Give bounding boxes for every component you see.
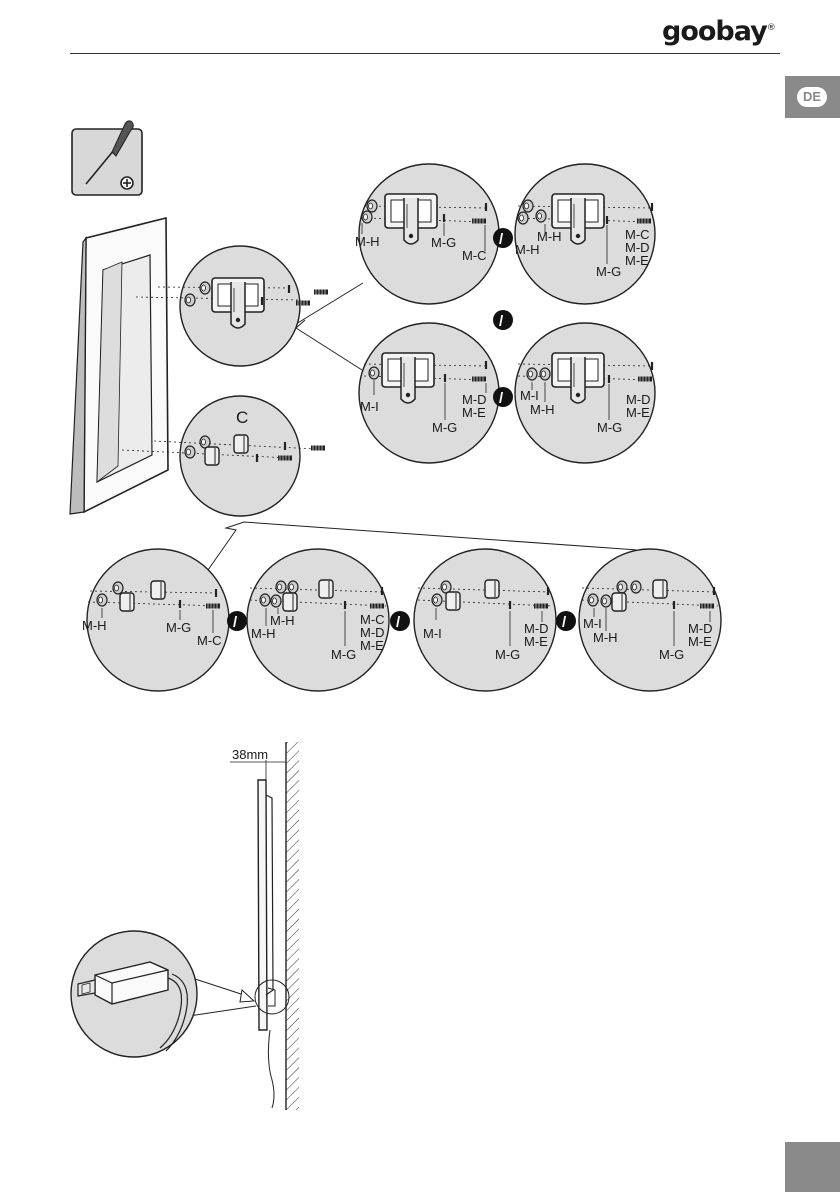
or-badge: / bbox=[556, 611, 576, 631]
label-mh: M-H bbox=[515, 242, 540, 257]
label-mh: M-H bbox=[530, 402, 555, 417]
option-bracket-3: M-I M-G M-D M-E bbox=[359, 323, 499, 463]
label-me: M-E bbox=[625, 253, 649, 268]
label-mh: M-H bbox=[355, 234, 380, 249]
label-mg: M-G bbox=[166, 620, 191, 635]
label-mh: M-H bbox=[593, 630, 618, 645]
label-mg: M-G bbox=[331, 647, 356, 662]
option-spacer-3: M-I M-G M-D M-E bbox=[414, 549, 556, 691]
option-bracket-1: M-H M-G M-C bbox=[355, 164, 499, 304]
or-badge: / bbox=[493, 310, 513, 330]
label-mi: M-I bbox=[520, 388, 539, 403]
label-me: M-E bbox=[360, 638, 384, 653]
option-spacer-1: M-H M-G M-C bbox=[82, 549, 229, 691]
or-badge: / bbox=[227, 611, 247, 631]
label-mi: M-I bbox=[423, 626, 442, 641]
label-mc: M-C bbox=[462, 248, 487, 263]
label-me: M-E bbox=[688, 634, 712, 649]
label-mh: M-H bbox=[82, 618, 107, 633]
label-mg: M-G bbox=[431, 235, 456, 250]
option-bracket-4: M-I M-H M-G M-D M-E bbox=[515, 323, 655, 463]
dimension-wall-distance: 38mm bbox=[232, 747, 268, 762]
label-me: M-E bbox=[626, 405, 650, 420]
label-me: M-E bbox=[524, 634, 548, 649]
label-mi: M-I bbox=[360, 399, 379, 414]
tv-panel bbox=[70, 218, 168, 514]
label-mg: M-G bbox=[596, 264, 621, 279]
label-me: M-E bbox=[462, 405, 486, 420]
label-mg: M-G bbox=[432, 420, 457, 435]
label-mg: M-G bbox=[597, 420, 622, 435]
or-badge: / bbox=[390, 611, 410, 631]
option-bracket-2: M-H M-H M-G M-C M-D M-E bbox=[515, 164, 655, 304]
label-mg: M-G bbox=[495, 647, 520, 662]
option-spacer-4: M-I M-H M-G M-D M-E bbox=[579, 549, 721, 691]
label-mg: M-G bbox=[659, 647, 684, 662]
label-mc: M-C bbox=[197, 633, 222, 648]
label-mi: M-I bbox=[583, 616, 602, 631]
label-mh: M-H bbox=[251, 626, 276, 641]
label-mh: M-H bbox=[537, 229, 562, 244]
side-view: 38mm bbox=[189, 742, 299, 1110]
screwdriver-icon bbox=[72, 121, 142, 195]
label-c: C bbox=[236, 408, 248, 427]
power-connector-detail bbox=[71, 931, 197, 1057]
or-badge: / bbox=[493, 228, 513, 248]
or-badge: / bbox=[493, 387, 513, 407]
option-spacer-2: M-H M-H M-G M-C M-D M-E bbox=[247, 549, 389, 691]
